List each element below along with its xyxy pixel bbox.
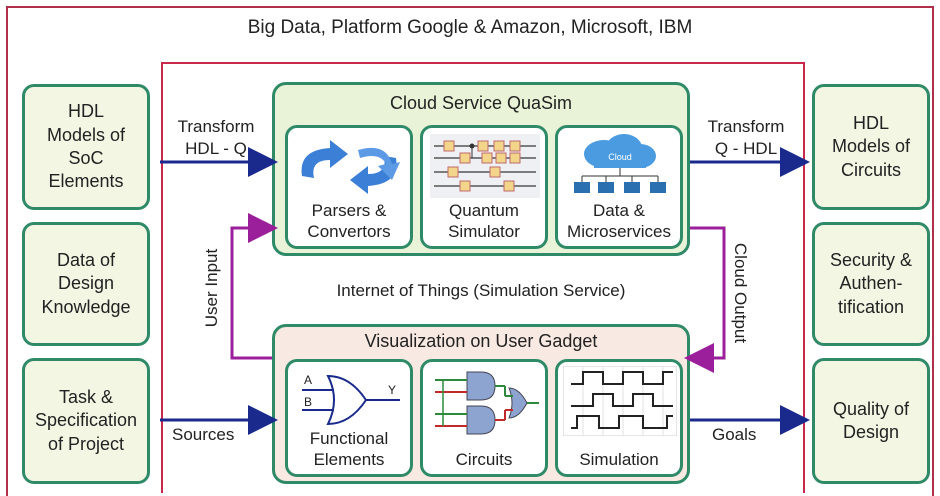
- label-transform-out: Transform Q - HDL: [707, 117, 785, 159]
- waveform-icon: [563, 366, 677, 436]
- label-sources: Sources: [172, 425, 235, 444]
- or-gate-icon: A B Y: [302, 373, 400, 426]
- box-hdl-models-circuits: HDL Models of Circuits: [812, 84, 930, 210]
- box-design-knowledge: Data of Design Knowledge: [22, 222, 150, 346]
- cloud-group-title: Cloud Service QuaSim: [389, 93, 573, 113]
- quantum-circuit-icon: [430, 134, 540, 198]
- arrow-user-input: [230, 213, 278, 360]
- iot-frame: [161, 62, 805, 493]
- card-label-parsers: Parsers & Convertors: [307, 201, 391, 241]
- label-goals: Goals: [712, 425, 757, 444]
- card-label-quantum: Quantum Simulator: [448, 201, 520, 241]
- svg-text:B: B: [304, 395, 312, 409]
- iot-label: Internet of Things (Simulation Service): [336, 281, 626, 300]
- label-transform-in: Transform HDL - Q: [177, 117, 255, 159]
- box-task-specification: Task & Specification of Project: [22, 358, 150, 484]
- card-simulation: Simulation: [555, 359, 683, 477]
- visualization-group: Visualization on User Gadget A B Y Funct…: [272, 324, 690, 484]
- card-data-microservices: Cloud Data & Microservices: [555, 125, 683, 249]
- svg-text:A: A: [304, 373, 312, 387]
- svg-text:Cloud: Cloud: [608, 152, 632, 162]
- card-label-functional: Functional Elements: [309, 429, 389, 469]
- logic-circuit-icon: [435, 371, 539, 435]
- card-circuits: Circuits: [420, 359, 548, 477]
- box-quality-design: Quality of Design: [812, 358, 930, 484]
- card-functional-elements: A B Y Functional Elements: [285, 359, 413, 477]
- label-cloud-output: Cloud Output: [731, 242, 751, 344]
- card-quantum-simulator: Quantum Simulator: [420, 125, 548, 249]
- platform-title: Big Data, Platform Google & Amazon, Micr…: [247, 17, 693, 38]
- box-hdl-models-soc: HDL Models of SoC Elements: [22, 84, 150, 210]
- big-data-frame: [6, 6, 934, 496]
- card-label-circuits: Circuits: [455, 449, 513, 469]
- cloud-service-group: Cloud Service QuaSim Parsers & Convertor…: [272, 82, 690, 256]
- card-parsers: Parsers & Convertors: [285, 125, 413, 249]
- visualization-group-title: Visualization on User Gadget: [364, 331, 598, 351]
- box-security: Security & Authen- tification: [812, 222, 930, 346]
- svg-text:Y: Y: [388, 383, 396, 397]
- card-label-simulation: Simulation: [579, 449, 659, 469]
- arrow-cloud-output: [684, 226, 726, 373]
- cloud-network-icon: Cloud: [574, 134, 666, 193]
- sync-arrows-icon: [301, 140, 400, 194]
- label-user-input: User Input: [202, 248, 222, 328]
- card-label-data: Data & Microservices: [567, 201, 671, 241]
